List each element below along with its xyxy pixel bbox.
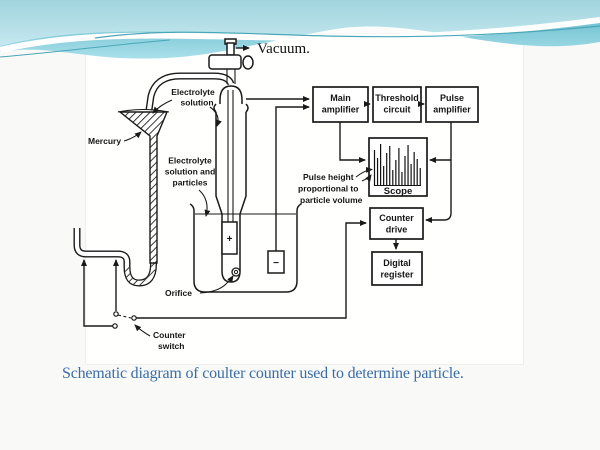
electrolyte-particles-leader [198,189,211,217]
wire-electrode-minus-to-main-amp [275,104,310,251]
caption: Schematic diagram of coulter counter use… [62,365,464,382]
threshold-circuit-label-2: circuit [383,105,410,115]
counter-switch [81,259,137,329]
mercury-label: Mercury [88,136,121,146]
positive-electrode: + [221,221,238,255]
counter-switch-label-2: switch [158,341,184,351]
main-amplifier-label-1: Main [330,93,351,103]
digital-register-label-1: Digital [383,258,411,268]
wire-switch-to-counter-drive [136,220,367,319]
pulse-height-label-1: Pulse height [303,172,354,182]
electrolyte-solution-leader-left [152,99,173,114]
wave-highlight [0,0,600,46]
orifice-leader [199,275,234,294]
electrolyte-particles-label-3: particles [173,178,208,188]
negative-electrode-sign: − [273,258,279,269]
orifice-label: Orifice [165,288,192,298]
counter-drive-label-1: Counter [379,213,414,223]
scope-display: Scope [368,137,428,197]
digital-register-box [371,251,423,286]
pulse-amplifier-label-2: amplifier [433,105,471,115]
mercury-in-bend [124,238,156,286]
counter-switch-label-1: Counter [153,330,186,340]
scope-label: Scope [384,186,413,197]
threshold-circuit-box [372,86,422,123]
wave-thin-line-2 [0,39,171,58]
orifice-mark [231,267,241,277]
header-wave-decoration [0,0,600,59]
electrolyte-solution-label-2: solution [180,98,213,108]
electrolyte-particles-label-2: solution and [165,167,216,177]
mercury-reservoir [117,108,170,264]
pulse-height-leader-2 [361,174,372,182]
pulse-height-label-3: particle volume [300,195,363,205]
switch-wire-left [81,259,113,327]
vacuum-label: Vacuum. [257,41,310,57]
counter-drive-box [369,207,424,240]
connections [136,96,452,319]
wire-pulse-amp-to-counter-drive [425,122,452,223]
main-amplifier-label-2: amplifier [322,105,360,115]
signal-boxes: Main amplifier Threshold circuit Pulse a… [312,86,479,286]
wave-thin-line-1 [94,25,600,39]
pulse-amplifier-label-1: Pulse [440,93,464,103]
wire-main-amp-to-scope [339,122,366,163]
electrolyte-solution-label-1: Electrolyte [171,87,215,97]
beaker [189,203,302,293]
electrolyte-solution-leader-right [209,106,222,127]
digital-register-label-2: register [380,270,414,280]
vacuum-stopcock [208,38,254,84]
wave-white-swoosh [0,17,600,53]
counter-switch-leader [134,324,151,337]
u-tube-siphon [73,227,157,287]
pulse-height-leader-1 [355,166,373,178]
switch-blade [117,314,132,319]
scope-pulses [373,144,421,186]
electrolyte-particles-label-1: Electrolyte [168,156,212,166]
pulse-height-label-2: proportional to [298,184,358,194]
mercury-leader [123,131,142,142]
counter-drive-label-2: drive [386,225,408,235]
positive-electrode-sign: + [227,234,233,245]
negative-electrode: − [267,250,285,274]
wave-band [0,0,600,59]
threshold-circuit-label-1: Threshold [375,93,419,103]
annotations: Vacuum. Electrolyte solution Mercury Ele… [88,41,373,351]
pulse-amplifier-box [425,86,479,123]
